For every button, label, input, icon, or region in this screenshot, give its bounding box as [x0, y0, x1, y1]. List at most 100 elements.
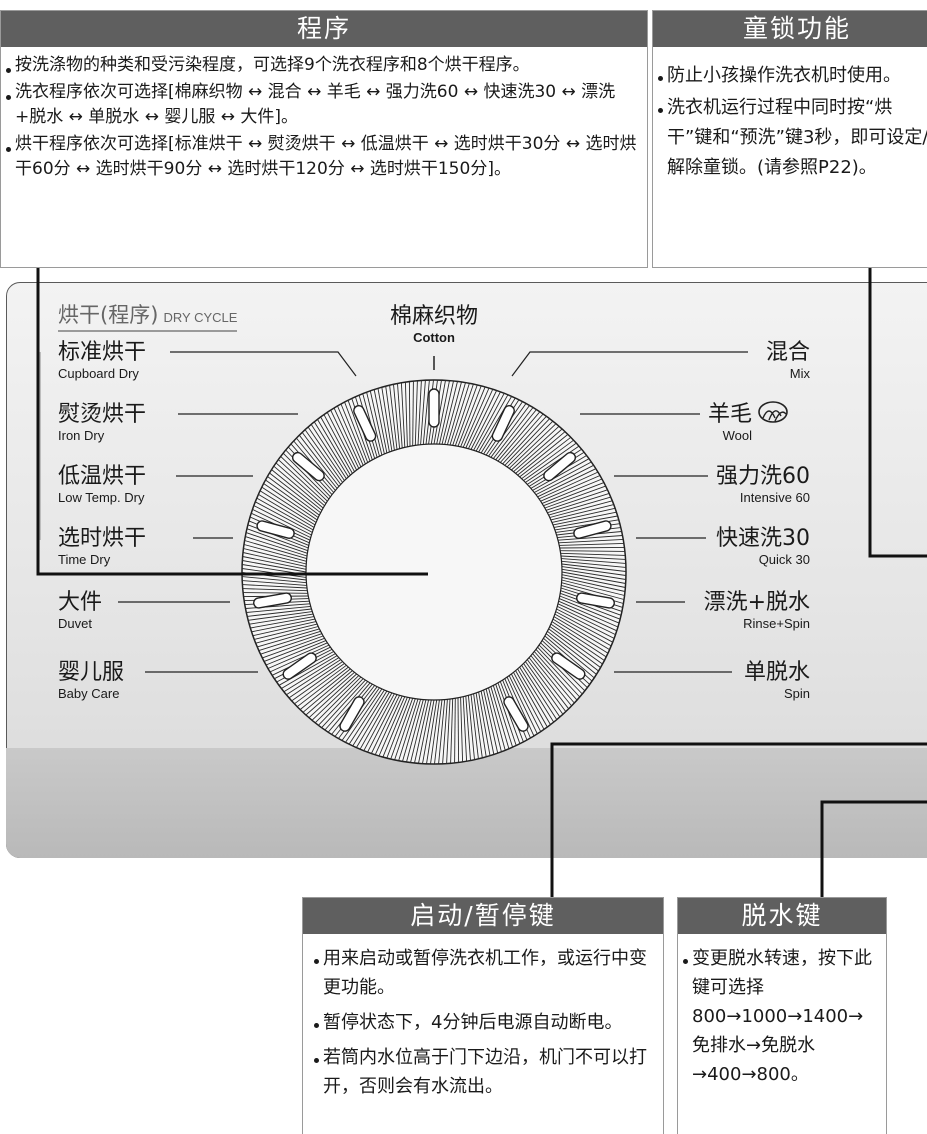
dial-hatch-line [393, 384, 401, 449]
dial-hatch-line [560, 555, 626, 560]
dial-hatch-line [246, 528, 308, 552]
dial-hatch-line [561, 558, 626, 564]
dial-option-spin[interactable]: 单脱水 Spin [744, 660, 810, 701]
dial-hatch-line [517, 668, 551, 725]
dial-option-mix[interactable]: 混合 Mix [766, 340, 810, 381]
dial-hatch-line [513, 428, 563, 473]
dial-hatch-line [549, 626, 603, 665]
start-item: 若筒内水位高于门下边沿，机门不可以打开，否则会有水流出。 [313, 1043, 653, 1101]
spin-item: 变更脱水转速，按下此键可选择 800→1000→1400→免排水→免脱水→400… [682, 944, 880, 1089]
dial-hatch-line [340, 403, 366, 465]
dial-hatch-line [548, 628, 601, 668]
dial-hatch-line [333, 407, 362, 468]
dial-hatch-line [251, 618, 316, 633]
dial-hatch-line [269, 644, 330, 673]
dial-hatch-line [533, 651, 578, 701]
dial-option-cotton[interactable]: 棉麻织物 Cotton [384, 304, 484, 345]
dial-hatch-line [490, 405, 530, 458]
dial-hatch-line [525, 661, 564, 715]
dial-hatch-line [553, 515, 618, 528]
dial-hatch-line [370, 695, 401, 754]
dial-option-baby-care[interactable]: 婴儿服 Baby Care [58, 660, 124, 701]
dial-hatch-line [508, 675, 538, 734]
dial-hatch-line [294, 664, 347, 705]
dial-hatch-line [260, 633, 322, 655]
dial-hatch-line [550, 504, 614, 521]
dial-hatch-line [352, 690, 388, 747]
dial-hatch-line [348, 689, 385, 745]
dial-hatch-line [462, 696, 468, 762]
option-label-en: Mix [789, 366, 810, 381]
dial-hatch-line [561, 566, 627, 576]
dial-hatch-line [457, 385, 482, 447]
dial-hatch-line [420, 380, 426, 445]
dial-hatch-line [269, 472, 321, 514]
dial-hatch-line [273, 465, 324, 509]
dial-hatch-line [408, 381, 411, 447]
dial-hatch-line [397, 383, 403, 449]
dial-hatch-line [398, 698, 419, 761]
dial-hatch-line [546, 489, 608, 511]
dial-hatch-line [552, 618, 609, 654]
dial-hatch-line [532, 653, 575, 704]
dial-hatch-line [519, 666, 555, 723]
dial-center[interactable] [305, 443, 563, 701]
dial-hatch-line [444, 381, 462, 445]
dial-hatch-line [256, 497, 314, 531]
dial-hatch-line [492, 685, 514, 748]
dial-hatch-line [291, 663, 345, 702]
dial-hatch-line [561, 579, 625, 596]
childlock-box-title: 童锁功能 [653, 11, 927, 47]
dial-hatch-line [550, 623, 605, 661]
dial-hatch-line [278, 653, 336, 686]
dial-hatch-line [410, 699, 427, 763]
dial-option-low-temp-dry[interactable]: 低温烘干 Low Temp. Dry [58, 464, 146, 505]
dial-hatch-line [438, 699, 446, 764]
dial-hatch-line [280, 456, 328, 502]
option-label-en: Spin [783, 686, 810, 701]
dial-hatch-line [553, 616, 610, 650]
option-label-en: Duvet [58, 616, 92, 631]
control-panel-lower-strip [6, 748, 927, 858]
dial-hatch-line [537, 468, 596, 498]
dial-hatch-line [305, 671, 355, 716]
dial-hatch-line [561, 571, 626, 584]
dial-hatch-line [467, 390, 498, 449]
dial-hatch-line [508, 423, 557, 469]
dial-hatch-line [470, 694, 479, 759]
dial-hatch-line [412, 381, 414, 446]
dial-option-intensive-60[interactable]: 强力洗60 Intensive 60 [716, 464, 810, 505]
dial-option-iron-dry[interactable]: 熨烫烘干 Iron Dry [58, 402, 146, 443]
dial-hatch-line [544, 635, 595, 679]
dial-option-time-dry[interactable]: 选时烘干 Time Dry [58, 526, 146, 567]
dial-program-slot [353, 405, 377, 442]
dial-hatch-line [548, 496, 611, 516]
dry-cycle-label-en: DRY CYCLE [163, 310, 238, 325]
dial-hatch-line [265, 479, 319, 518]
dial-hatch-line [318, 678, 364, 726]
dial-hatch-line [390, 698, 414, 760]
start-box-body: 用来启动或暂停洗衣机工作，或运行中变更功能。 暂停状态下，4分钟后电源自动断电。… [303, 934, 663, 1101]
option-label-en: Time Dry [58, 552, 111, 567]
dial-hatch-line [347, 400, 371, 462]
dial-hatch-line [534, 461, 592, 493]
dial-hatch-line [422, 380, 430, 445]
dial-hatch-line [374, 695, 403, 755]
dial-option-duvet[interactable]: 大件 Duvet [58, 590, 102, 631]
dial-program-slot [282, 652, 317, 680]
dial-option-cupboard-dry[interactable]: 标准烘干 Cupboard Dry [58, 340, 146, 381]
dial-hatch-line [330, 410, 360, 469]
dial-hatch-line [307, 426, 345, 481]
dial-option-quick-30[interactable]: 快速洗30 Quick 30 [716, 526, 810, 567]
dial-hatch-line [382, 697, 408, 758]
program-dial[interactable] [241, 379, 627, 765]
dial-option-wool[interactable]: 羊毛 Wool [708, 402, 752, 443]
dial-hatch-line [535, 464, 594, 496]
dial-hatch-line [311, 675, 360, 721]
option-label-cn: 漂洗+脱水 [703, 590, 810, 615]
dial-option-rinse-spin[interactable]: 漂洗+脱水 Rinse+Spin [704, 590, 810, 631]
dial-hatch-line [454, 384, 478, 446]
dial-hatch-line [473, 393, 505, 451]
dial-hatch-line [475, 394, 509, 452]
dial-hatch-line [485, 688, 502, 752]
